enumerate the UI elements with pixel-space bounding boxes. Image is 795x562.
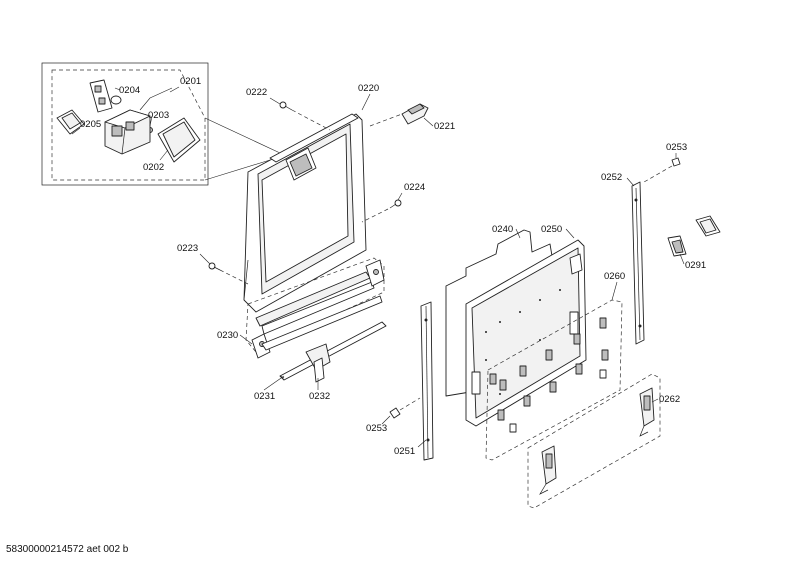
part-0224-screw bbox=[361, 199, 402, 223]
label-0230: 0230 bbox=[217, 330, 238, 341]
part-0204-clip bbox=[89, 79, 122, 113]
inset-group-outline bbox=[51, 69, 206, 181]
inset-connector-upper bbox=[204, 117, 281, 154]
label-0205: 0205 bbox=[80, 119, 101, 130]
hinge-group-0262 bbox=[527, 373, 661, 509]
label-0251: 0251 bbox=[394, 446, 415, 457]
bottom-rail-group-0230 bbox=[245, 257, 385, 359]
label-0224: 0224 bbox=[404, 182, 425, 193]
door-inner-panel-0220 bbox=[243, 113, 367, 313]
label-0222: 0222 bbox=[246, 87, 267, 98]
part-0291-clips bbox=[667, 215, 721, 257]
part-0253-screw-upper bbox=[643, 157, 681, 183]
control-module bbox=[104, 109, 151, 155]
side-strip-0251 bbox=[420, 301, 434, 461]
label-0203: 0203 bbox=[148, 110, 169, 121]
label-leaders bbox=[169, 86, 685, 448]
inset-frame bbox=[41, 62, 209, 186]
label-0231: 0231 bbox=[254, 391, 275, 402]
label-0201: 0201 bbox=[180, 76, 201, 87]
part-0231-0232-bracket bbox=[279, 321, 387, 383]
label-0291: 0291 bbox=[685, 260, 706, 271]
plate-group-0260 bbox=[485, 299, 623, 461]
label-0221: 0221 bbox=[434, 121, 455, 132]
label-0252: 0252 bbox=[601, 172, 622, 183]
document-id: 58300000214572 aet 002 b bbox=[6, 544, 129, 555]
part-0202-panel bbox=[157, 117, 201, 163]
part-0221-latch bbox=[369, 103, 429, 127]
label-0232: 0232 bbox=[309, 391, 330, 402]
part-0223-screw bbox=[208, 262, 249, 285]
part-0253-screw-lower bbox=[389, 397, 421, 419]
part-labels: 0201 0204 0205 0203 0202 0222 0220 0221 … bbox=[80, 76, 706, 457]
label-0253-upper: 0253 bbox=[666, 142, 687, 153]
label-0250: 0250 bbox=[541, 224, 562, 235]
label-0253-lower: 0253 bbox=[366, 423, 387, 434]
control-unit-inset bbox=[41, 62, 281, 186]
label-0202: 0202 bbox=[143, 162, 164, 173]
label-0262: 0262 bbox=[659, 394, 680, 405]
label-0220: 0220 bbox=[358, 83, 379, 94]
part-0222-screw bbox=[279, 101, 331, 131]
side-strip-0252 bbox=[631, 181, 645, 345]
label-0240: 0240 bbox=[492, 224, 513, 235]
label-0204: 0204 bbox=[119, 85, 140, 96]
part-0205-bracket bbox=[56, 109, 85, 135]
label-0223: 0223 bbox=[177, 243, 198, 254]
label-0260: 0260 bbox=[604, 271, 625, 282]
inset-connector-lower bbox=[204, 159, 271, 181]
